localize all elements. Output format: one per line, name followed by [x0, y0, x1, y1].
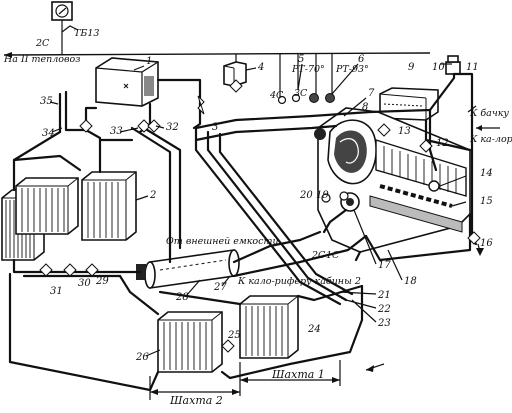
ref-30: 30 [78, 278, 91, 289]
radiator-section-left-2 [15, 177, 79, 235]
pipework [8, 72, 500, 392]
leader-lines [49, 63, 467, 357]
ref-19: 19 [316, 190, 329, 201]
ref-35: 35 [40, 96, 53, 107]
label-to-locomotive: На II тепловоз [3, 54, 80, 65]
label-3c: 3С [294, 88, 308, 99]
ref-32: 32 [166, 122, 179, 133]
heater-box-1 [95, 57, 159, 107]
control-box-4 [223, 61, 247, 87]
label-rt93: РТ-93° [335, 64, 369, 75]
label-4c: 4С [269, 90, 284, 101]
label-rt70: РТ-70° [291, 64, 325, 75]
label-to-tank: К бачку санузла [469, 108, 512, 119]
ref-3: 3 [212, 122, 218, 133]
ref-26: 26 [135, 352, 149, 363]
label-to-heater: К ка-лорифераи кабины 1 [469, 134, 512, 145]
ref-7: 7 [368, 88, 375, 99]
ref-33: 33 [110, 126, 123, 137]
ref-21: 21 [377, 290, 391, 301]
shaft-dimensions [149, 360, 341, 400]
ref-24: 24 [307, 324, 321, 335]
ref-31: 31 [50, 286, 63, 297]
ref-16: 16 [480, 238, 493, 249]
ref-20: 20 [299, 190, 313, 201]
ref-4: 4 [257, 62, 264, 73]
valves [39, 63, 481, 353]
ref-6: 6 [358, 54, 365, 65]
label-shaft1: Шахта 1 [271, 368, 325, 381]
label-feed-2c: 2С [35, 38, 50, 49]
label-meter: ТБ13 [74, 28, 99, 39]
reference-numbers: 1 2 3 4 5 6 7 8 9 10 11 12 13 14 15 16 1… [40, 54, 493, 363]
ref-10: 10 [432, 62, 445, 73]
ref-18: 18 [404, 276, 417, 287]
ref-2: 2 [149, 190, 156, 201]
ref-27: 27 [213, 282, 227, 293]
ref-29: 29 [95, 276, 109, 287]
ref-17: 17 [378, 260, 391, 271]
label-1c: 1С [326, 250, 340, 261]
ref-11: 11 [466, 62, 479, 73]
meter-tb13 [51, 1, 79, 44]
ref-1: 1 [146, 56, 152, 67]
ref-12: 12 [436, 138, 449, 149]
ref-15: 15 [480, 196, 493, 207]
ref-14: 14 [480, 168, 493, 179]
ref-23: 23 [377, 318, 391, 329]
ref-8: 8 [362, 102, 368, 113]
label-from-external: От внешней емкости [166, 236, 279, 247]
radiator-section-24 [239, 295, 299, 359]
label-to-heater-cab2: К кало-риферу кабины 2 [237, 276, 361, 287]
label-shaft2: Шахта 2 [169, 394, 223, 407]
label-2c-mid: 2С [311, 250, 326, 261]
radiator-section-2 [81, 171, 137, 241]
ref-5: 5 [298, 54, 304, 65]
ref-34: 34 [42, 128, 55, 139]
valve-11 [445, 55, 461, 75]
diesel-engine [314, 107, 471, 253]
ref-28: 28 [175, 292, 189, 303]
ref-9: 9 [408, 62, 415, 73]
ref-13: 13 [398, 126, 411, 137]
radiator-section-26 [157, 311, 223, 373]
ref-22: 22 [377, 304, 391, 315]
ref-25: 25 [227, 330, 241, 341]
